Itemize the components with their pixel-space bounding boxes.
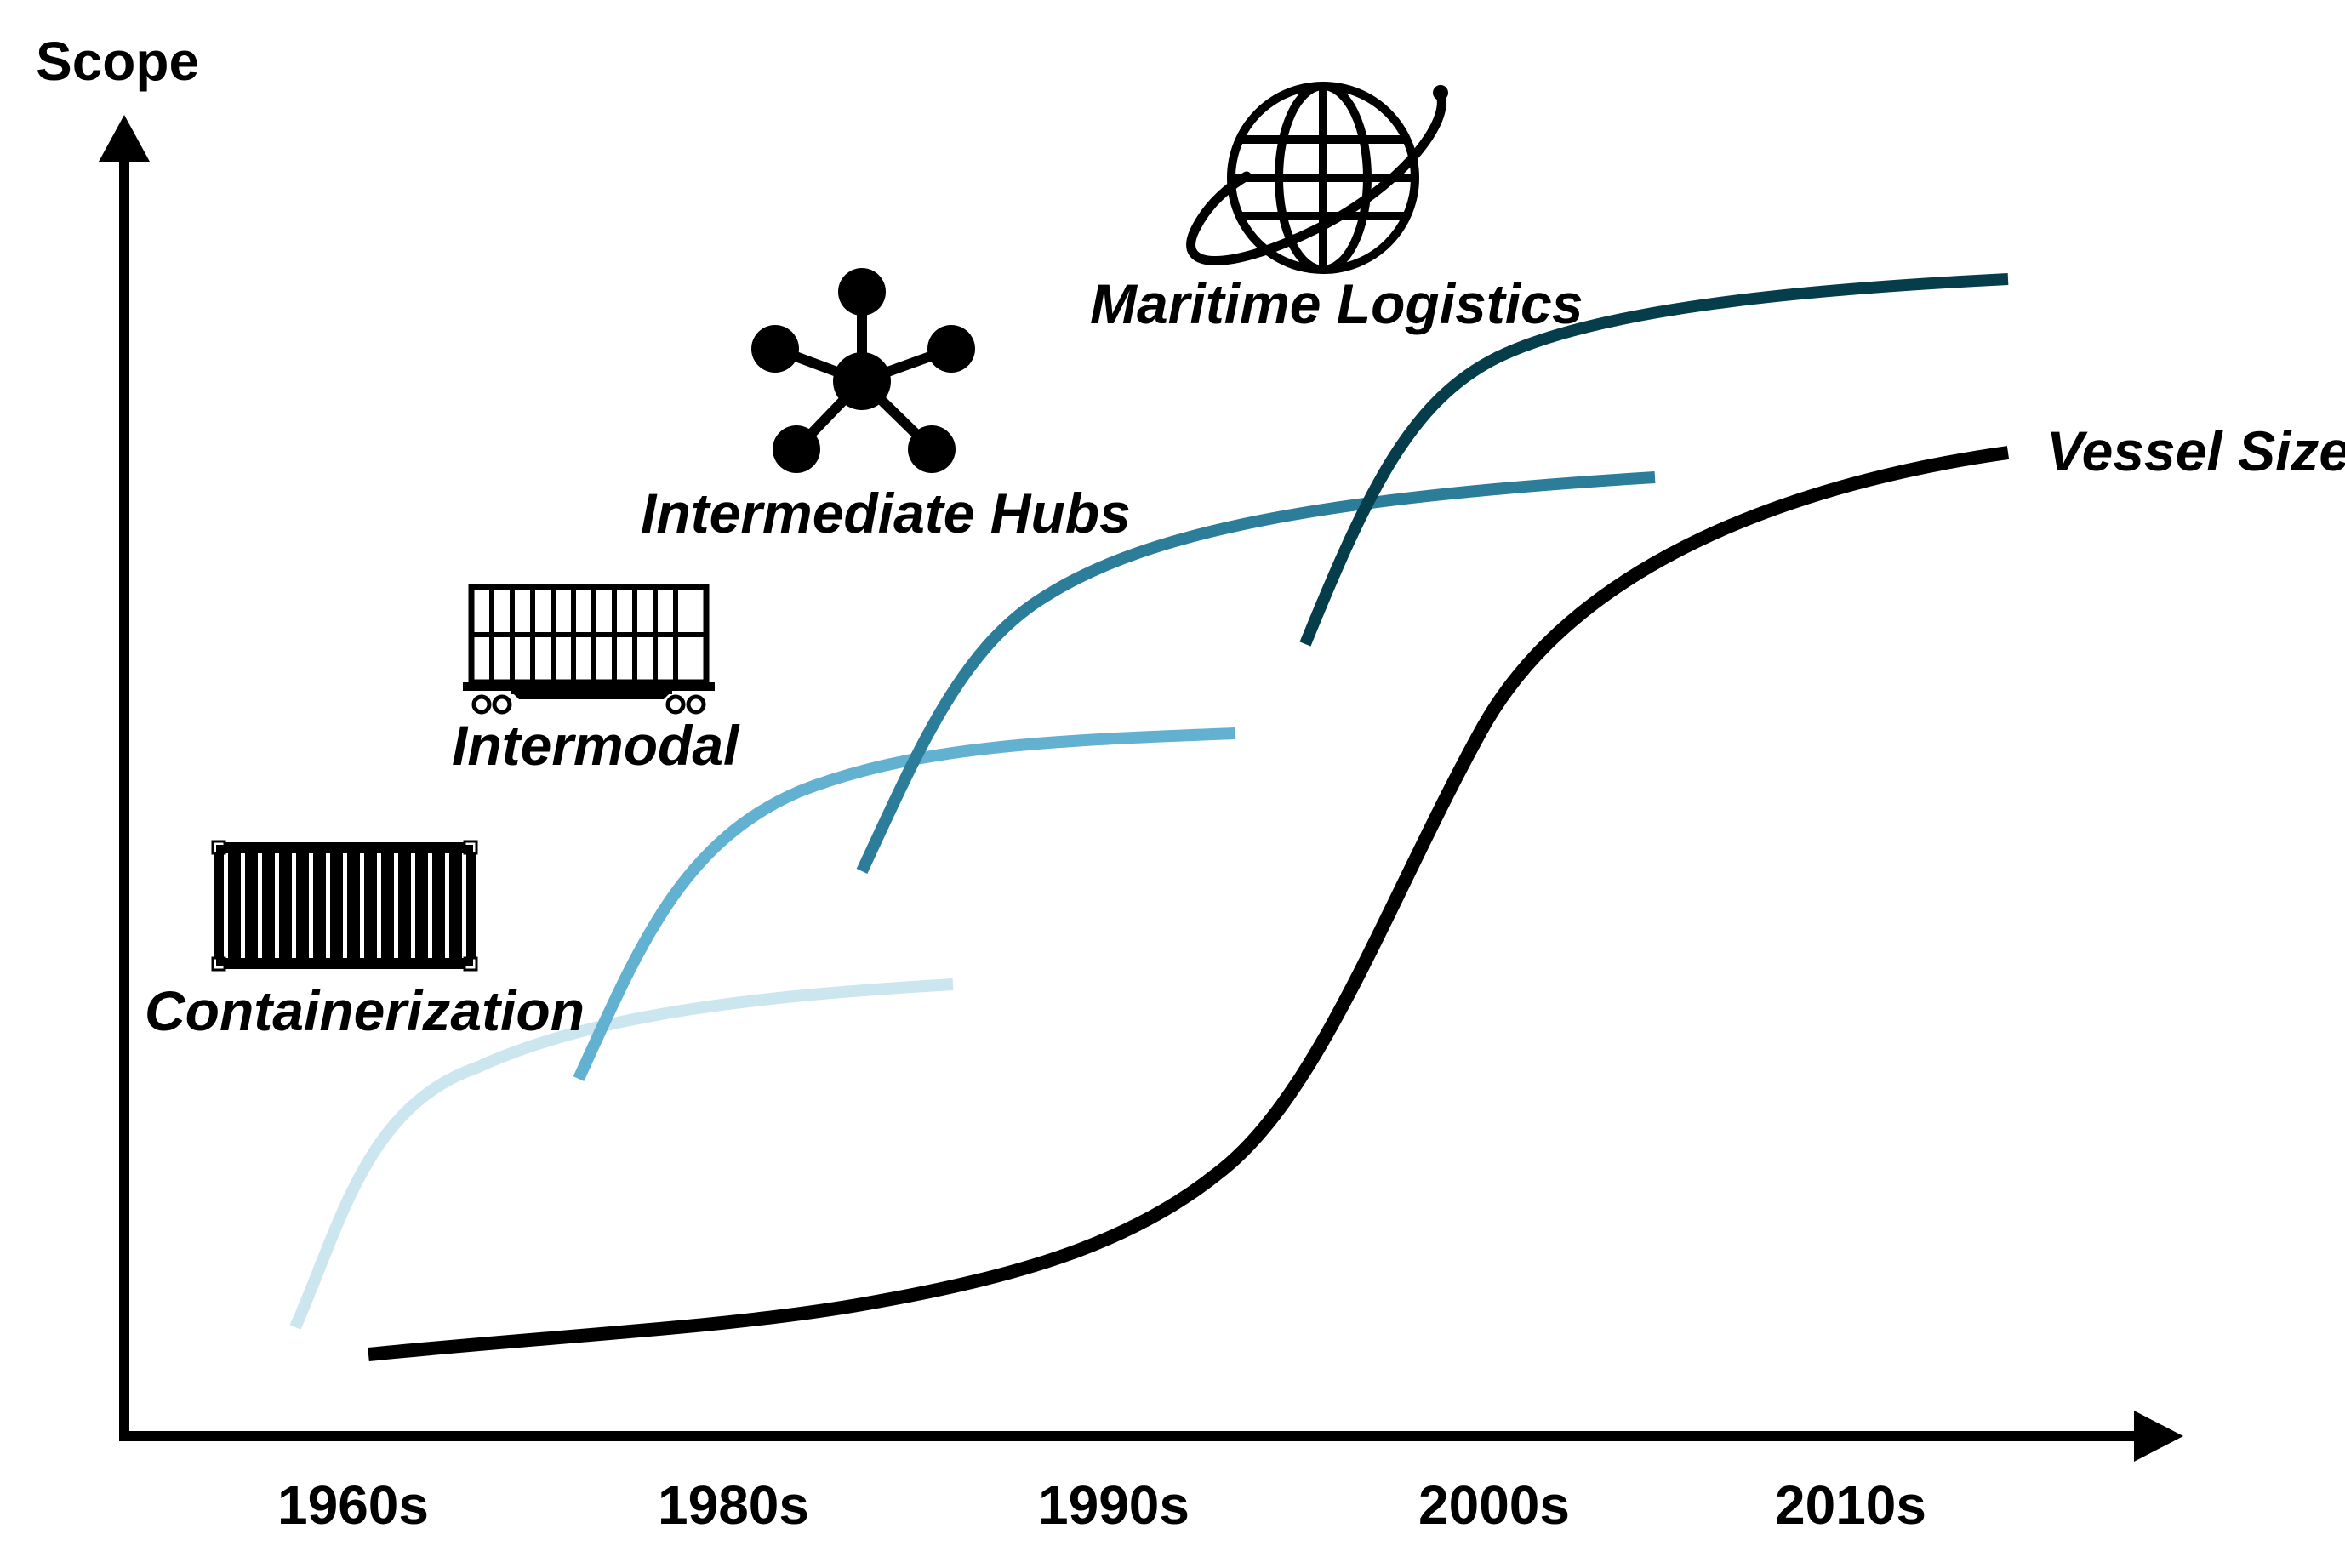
shipping-container-icon [211, 840, 478, 972]
x-tick-label: 2010s [1775, 1474, 1926, 1536]
x-tick-label: 2000s [1418, 1474, 1570, 1536]
hub-network-icon [751, 268, 975, 473]
x-tick-label: 1960s [277, 1474, 429, 1536]
containerization-curve [289, 978, 954, 1330]
x-tick-labels: 1960s 1980s 1990s 2000s 2010s [277, 1474, 1926, 1536]
intermediate-hubs-curve [856, 471, 1656, 874]
y-axis-title: Scope [36, 31, 199, 92]
maritime-logistics-label: Maritime Logistics [1090, 272, 1583, 335]
rail-flatcar-container-icon [463, 584, 715, 715]
x-tick-label: 1980s [658, 1474, 809, 1536]
x-tick-label: 1990s [1038, 1474, 1190, 1536]
intermodal-label: Intermodal [452, 714, 740, 777]
curves [289, 273, 2010, 1361]
containerization-label: Containerization [145, 979, 585, 1042]
intermodal-curve [573, 727, 1236, 1081]
y-axis-arrowhead [99, 115, 150, 162]
globe-orbit-icon [1186, 82, 1448, 274]
x-axis-arrowhead [2134, 1411, 2183, 1462]
stage-labels: Containerization Intermodal Intermediate… [145, 272, 2345, 1042]
intermediate-hubs-label: Intermediate Hubs [641, 482, 1131, 545]
maritime-logistics-curve [1299, 273, 2009, 647]
vessel-size-curve [368, 446, 2010, 1361]
vessel-size-label: Vessel Size [2046, 419, 2345, 482]
axes: Scope [36, 31, 2183, 1462]
